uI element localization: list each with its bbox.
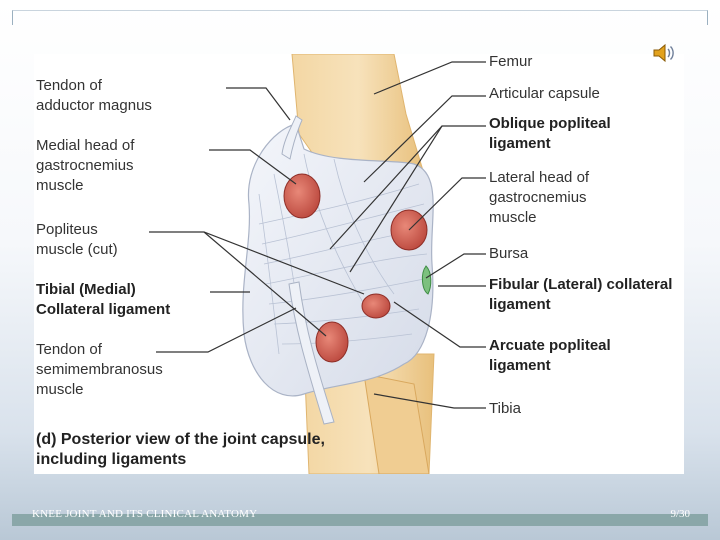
popliteus-cut-upper: [361, 293, 391, 319]
figure-caption: (d) Posterior view of the joint capsule,…: [36, 431, 325, 468]
label-tibia: Tibia: [489, 400, 521, 417]
label-bursa: Bursa: [489, 245, 529, 262]
speaker-icon[interactable]: [652, 42, 678, 64]
label-adductor-magnus-tendon: Tendon of adductor magnus: [36, 77, 152, 114]
label-fibular-collateral-ligament: Fibular (Lateral) collateral ligament: [489, 276, 673, 313]
label-lateral-gastrocnemius: Lateral head of gastrocnemius muscle: [489, 169, 590, 226]
fibula-bone: [363, 373, 430, 474]
label-semimembranosus-tendon: Tendon of semimembranosus muscle: [36, 341, 163, 398]
label-popliteus: Popliteus muscle (cut): [36, 221, 118, 258]
label-arcuate-popliteal-ligament: Arcuate popliteal ligament: [489, 337, 611, 374]
knee-diagram: Femur Articular capsule Oblique poplitea…: [34, 53, 684, 474]
label-femur: Femur: [489, 53, 533, 70]
knee-illustration: [149, 54, 486, 474]
medial-gastrocnemius-cut: [283, 173, 321, 219]
label-tibial-collateral-ligament: Tibial (Medial) Collateral ligament: [36, 281, 171, 318]
leader-lines: [149, 61, 486, 409]
bursa-shape: [421, 265, 432, 295]
adductor-tendon: [281, 115, 303, 160]
popliteus-cut-lower: [315, 321, 349, 363]
label-oblique-popliteal-ligament: Oblique popliteal ligament: [489, 115, 611, 152]
footer-title: KNEE JOINT AND ITS CLINICAL ANATOMY: [32, 508, 258, 520]
footer-bar: [12, 514, 708, 526]
label-medial-gastrocnemius: Medial head of gastrocnemius muscle: [36, 137, 135, 194]
page-number: 9/30: [670, 508, 690, 520]
slide-frame: [12, 10, 708, 25]
semimembranosus-tendon: [288, 281, 335, 425]
label-articular-capsule: Articular capsule: [489, 85, 600, 102]
